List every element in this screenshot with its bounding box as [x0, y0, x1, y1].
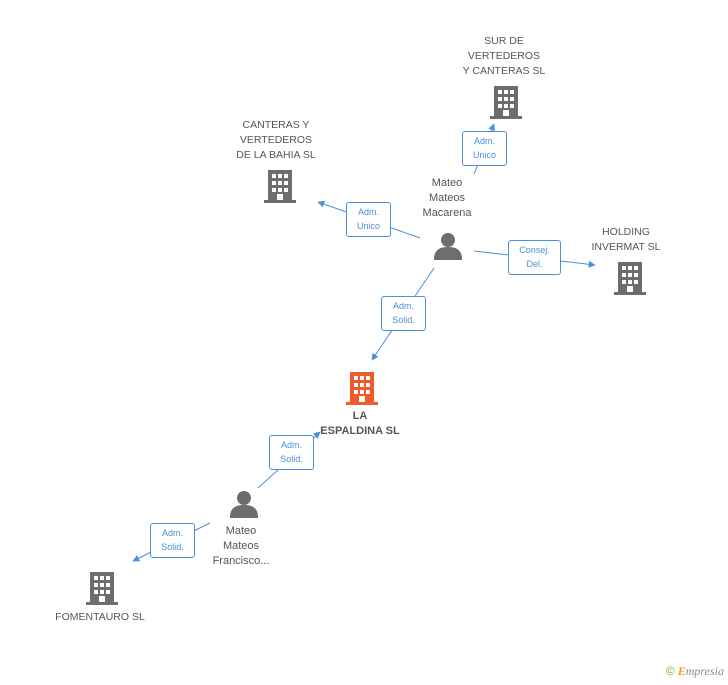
- role-badge-fomentauro: Adm. Solid.: [150, 523, 195, 558]
- role-badge-holding: Consej. Del.: [508, 240, 561, 275]
- person-icon[interactable]: [230, 491, 258, 518]
- role-badge-canteras: Adm. Unico: [346, 202, 391, 237]
- copyright-icon: ©: [665, 664, 675, 678]
- node-label-francisco[interactable]: Mateo Mateos Francisco...: [212, 525, 270, 567]
- role-badge-espaldina-2: Adm. Solid.: [269, 435, 314, 470]
- brand-footer: © Empresia: [666, 664, 724, 679]
- brand-name: mpresia: [685, 664, 724, 678]
- building-icon[interactable]: [264, 170, 296, 203]
- node-label-fomentauro[interactable]: FOMENTAURO SL: [55, 611, 145, 623]
- role-badge-espaldina-1: Adm. Solid.: [381, 296, 426, 331]
- node-label-sur[interactable]: SUR DE VERTEDEROS Y CANTERAS SL: [462, 35, 546, 77]
- building-icon[interactable]: [86, 572, 118, 605]
- building-icon[interactable]: [490, 86, 522, 119]
- node-label-holding[interactable]: HOLDING INVERMAT SL: [591, 226, 661, 253]
- node-label-espaldina[interactable]: LA ESPALDINA SL: [320, 410, 400, 437]
- node-label-canteras[interactable]: CANTERAS Y VERTEDEROS DE LA BAHIA SL: [236, 119, 316, 161]
- person-icon[interactable]: [434, 233, 462, 260]
- node-label-macarena[interactable]: Mateo Mateos Macarena: [422, 177, 472, 219]
- building-icon[interactable]: [346, 372, 378, 405]
- brand-initial: E: [677, 664, 686, 678]
- building-icon[interactable]: [614, 262, 646, 295]
- role-badge-sur: Adm. Unico: [462, 131, 507, 166]
